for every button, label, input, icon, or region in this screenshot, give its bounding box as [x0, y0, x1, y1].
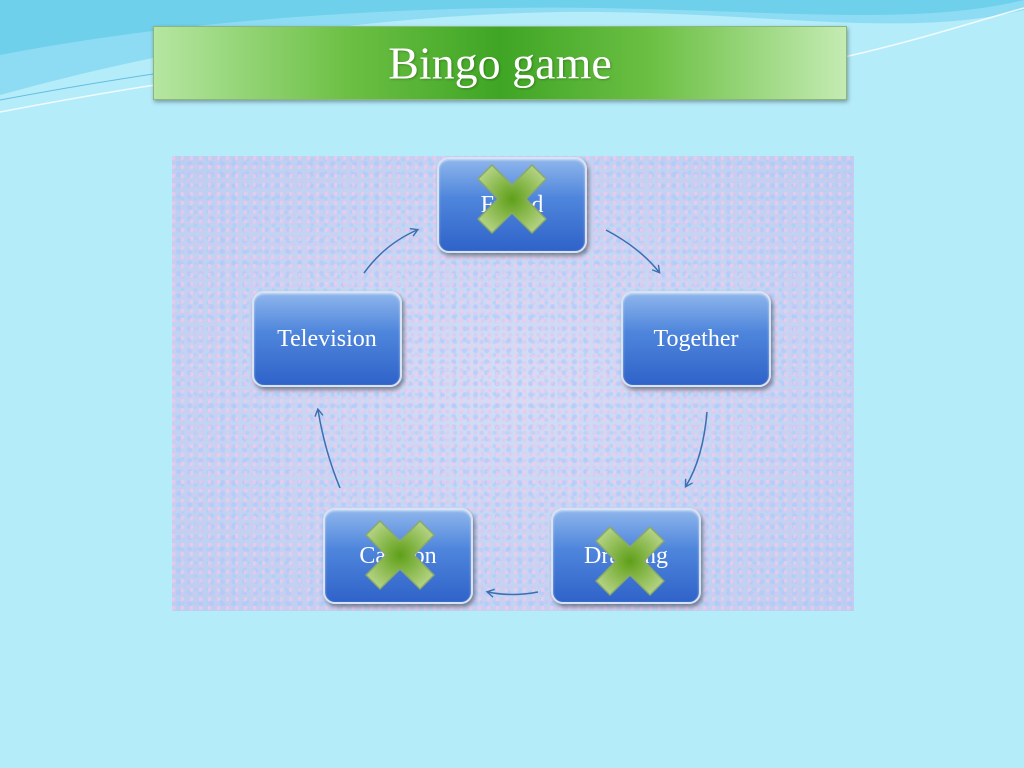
arrow-top-to-right: [605, 229, 661, 274]
x-mark-icon: [595, 526, 665, 596]
node-together: Together: [621, 291, 771, 387]
node-label: Television: [277, 325, 377, 352]
node-label: Together: [653, 325, 739, 352]
title-bar: Bingo game: [153, 26, 847, 100]
page-title: Bingo game: [388, 37, 612, 89]
node-television: Television: [252, 291, 402, 387]
arrow-bottom-right-to-bottom-left: [485, 588, 539, 598]
x-mark-icon: [477, 164, 547, 234]
arrow-right-to-bottom-right: [684, 411, 708, 489]
arrow-left-to-top: [363, 228, 420, 274]
x-mark-icon: [365, 520, 435, 590]
arrow-bottom-left-to-left: [314, 407, 341, 489]
